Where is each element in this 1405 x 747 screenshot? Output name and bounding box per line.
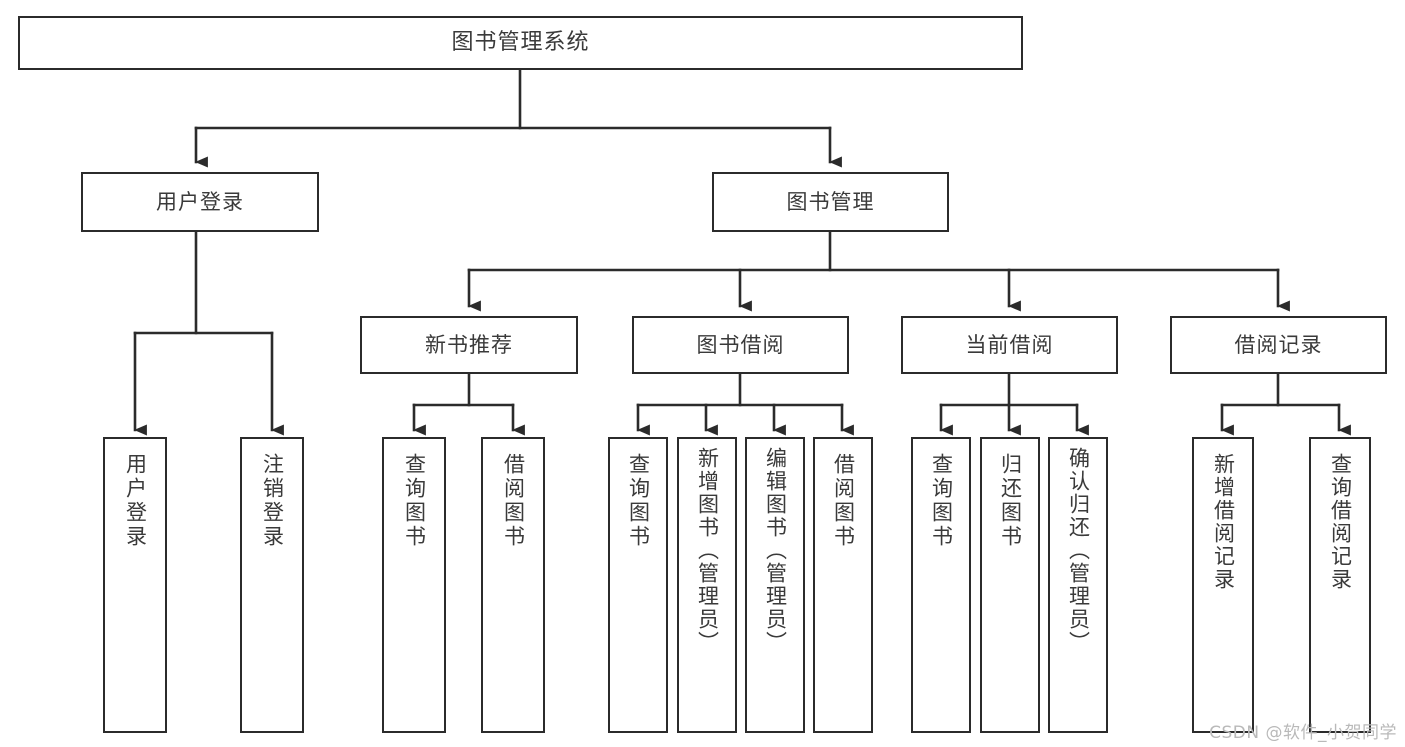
node-new-book-recommendation[interactable]: 新书推荐 bbox=[360, 316, 578, 374]
leaf-add-book-admin[interactable]: 新增图书（管理员） bbox=[677, 437, 737, 733]
leaf-return-book[interactable]: 归还图书 bbox=[980, 437, 1040, 733]
node-label: 新增图书（管理员） bbox=[695, 447, 720, 654]
node-label: 查询借阅记录 bbox=[1328, 453, 1353, 591]
node-label: 借阅图书 bbox=[501, 453, 526, 549]
node-label: 新书推荐 bbox=[425, 332, 513, 357]
node-label: 归还图书 bbox=[998, 453, 1023, 549]
node-label: 当前借阅 bbox=[965, 332, 1054, 357]
node-label: 查询图书 bbox=[402, 453, 427, 549]
node-label: 确认归还（管理员） bbox=[1066, 447, 1091, 654]
node-book-borrowing[interactable]: 图书借阅 bbox=[632, 316, 849, 374]
node-label: 用户登录 bbox=[123, 453, 148, 549]
node-user-login[interactable]: 用户登录 bbox=[81, 172, 319, 232]
node-label: 用户登录 bbox=[156, 189, 244, 214]
node-label: 图书管理系统 bbox=[451, 30, 590, 56]
leaf-confirm-return-admin[interactable]: 确认归还（管理员） bbox=[1048, 437, 1108, 733]
node-label: 借阅记录 bbox=[1234, 332, 1323, 357]
leaf-query-book-1[interactable]: 查询图书 bbox=[382, 437, 446, 733]
leaf-query-borrow-record[interactable]: 查询借阅记录 bbox=[1309, 437, 1371, 733]
node-label: 查询图书 bbox=[929, 453, 954, 549]
node-borrowing-record[interactable]: 借阅记录 bbox=[1170, 316, 1387, 374]
node-label: 编辑图书（管理员） bbox=[763, 447, 788, 654]
leaf-add-borrow-record[interactable]: 新增借阅记录 bbox=[1192, 437, 1254, 733]
node-label: 新增借阅记录 bbox=[1211, 453, 1236, 591]
leaf-user-login[interactable]: 用户登录 bbox=[103, 437, 167, 733]
leaf-query-book-3[interactable]: 查询图书 bbox=[911, 437, 971, 733]
node-label: 图书管理 bbox=[786, 189, 875, 214]
leaf-borrow-book-2[interactable]: 借阅图书 bbox=[813, 437, 873, 733]
node-label: 查询图书 bbox=[626, 453, 651, 549]
node-label: 注销登录 bbox=[260, 453, 285, 549]
leaf-logout[interactable]: 注销登录 bbox=[240, 437, 304, 733]
node-label: 借阅图书 bbox=[831, 453, 856, 549]
leaf-borrow-book-1[interactable]: 借阅图书 bbox=[481, 437, 545, 733]
node-current-borrowing[interactable]: 当前借阅 bbox=[901, 316, 1118, 374]
node-label: 图书借阅 bbox=[696, 332, 785, 357]
leaf-query-book-2[interactable]: 查询图书 bbox=[608, 437, 668, 733]
csdn-watermark: CSDN @软件_小贺同学 bbox=[1209, 723, 1397, 743]
leaf-edit-book-admin[interactable]: 编辑图书（管理员） bbox=[745, 437, 805, 733]
node-root-book-management-system[interactable]: 图书管理系统 bbox=[18, 16, 1023, 70]
node-book-management[interactable]: 图书管理 bbox=[712, 172, 949, 232]
